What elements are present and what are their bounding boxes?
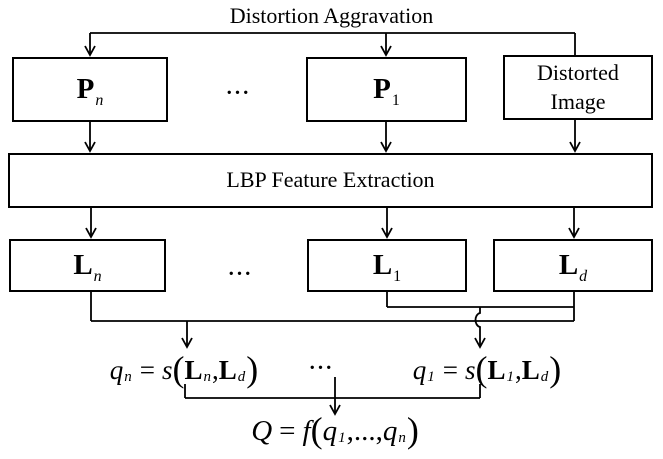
arrowhead-into-qn: [181, 337, 193, 349]
arrowhead-into-lbp-left: [84, 141, 96, 153]
box-l1-label: L1: [372, 249, 402, 285]
arrowhead-into-pn: [84, 45, 96, 57]
box-lbp-label: LBP Feature Extraction: [226, 167, 435, 193]
box-distorted-image: Distorted Image: [503, 55, 653, 120]
box-pn-label: Pn: [76, 73, 104, 109]
arrowhead-into-p1: [380, 45, 392, 57]
box-ln: Ln: [9, 239, 166, 292]
arrowhead-into-lbp-right: [569, 141, 581, 153]
arrowhead-into-q: [329, 404, 341, 416]
arrowhead-into-ln: [85, 227, 97, 239]
box-ld-label: Ld: [558, 249, 588, 285]
box-p1-label: P1: [373, 73, 400, 109]
rail-to-q1-line-with-hop: [474, 307, 481, 345]
arrowhead-into-l1: [381, 227, 393, 239]
box-lbp-feature-extraction: LBP Feature Extraction: [8, 153, 653, 208]
diagram-title: Distortion Aggravation: [229, 3, 434, 28]
box-ln-label: Ln: [73, 249, 102, 285]
ellipsis-row-l: ...: [228, 256, 254, 280]
box-l1: L1: [307, 239, 467, 292]
box-p1: P1: [306, 57, 467, 122]
arrowhead-into-lbp-mid: [380, 141, 392, 153]
ellipsis-row-p: ...: [226, 75, 252, 99]
box-pn: Pn: [12, 57, 168, 122]
box-ld: Ld: [493, 239, 653, 292]
ellipsis-formula-row: ...: [309, 350, 335, 374]
arrowhead-into-q1: [474, 337, 486, 349]
arrowhead-into-ld: [568, 227, 580, 239]
box-distorted-image-label: Distorted Image: [537, 59, 619, 114]
